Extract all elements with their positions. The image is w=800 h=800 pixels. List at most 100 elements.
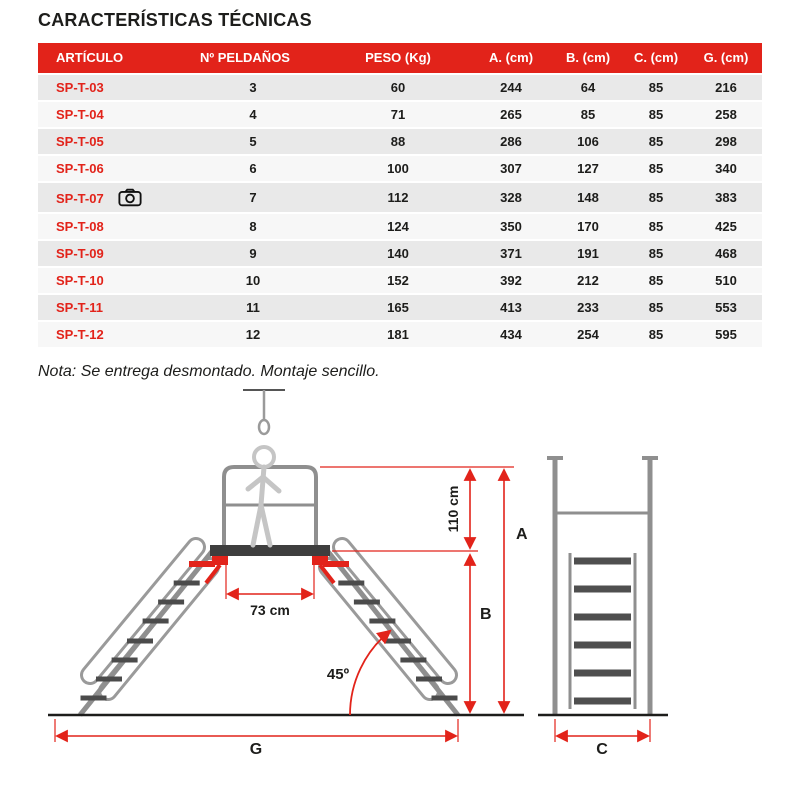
cell-a: 371 [468,241,554,267]
cell-peso: 124 [328,214,468,240]
cell-peso: 152 [328,268,468,294]
cell-a: 413 [468,295,554,321]
articulo-code: SP-T-05 [56,134,104,150]
cell-peldanos: 6 [178,156,328,182]
cell-a: 265 [468,102,554,128]
page-title: CARACTERÍSTICAS TÉCNICAS [38,10,312,30]
cell-peso: 100 [328,156,468,182]
articulo-code: SP-T-08 [56,219,104,235]
platform-support-left [212,556,228,566]
left-steps [80,561,215,701]
cell-b: 85 [554,102,622,128]
specs-table: ARTÍCULO Nº PELDAÑOS PESO (Kg) A. (cm) B… [38,41,762,349]
articulo-code: SP-T-12 [56,327,104,343]
cell-b: 127 [554,156,622,182]
articulo-code: SP-T-07 [56,191,104,207]
cell-a: 434 [468,322,554,348]
table-header: ARTÍCULO Nº PELDAÑOS PESO (Kg) A. (cm) B… [38,43,762,74]
cell-g: 595 [690,322,762,348]
articulo-code: SP-T-10 [56,273,104,289]
dim-label-110cm: 110 cm [445,486,461,533]
cell-peso: 88 [328,129,468,155]
cell-peso: 60 [328,75,468,101]
cell-g: 216 [690,75,762,101]
header-b: B. (cm) [554,43,622,74]
dim-label-b: B [480,606,492,623]
articulo-code: SP-T-06 [56,161,104,177]
cell-g: 258 [690,102,762,128]
cell-b: 148 [554,183,622,213]
cell-g: 553 [690,295,762,321]
ceiling-hook [243,389,285,436]
cell-peldanos: 11 [178,295,328,321]
cell-a: 307 [468,156,554,182]
side-rungs [574,557,631,705]
platform-deck [210,545,330,557]
cell-a: 392 [468,268,554,294]
front-view [48,389,524,717]
cell-g: 468 [690,241,762,267]
cell-g: 510 [690,268,762,294]
cell-peldanos: 9 [178,241,328,267]
header-g: G. (cm) [690,43,762,74]
cell-a: 350 [468,214,554,240]
cell-b: 106 [554,129,622,155]
header-a: A. (cm) [468,43,554,74]
dim-label-g: G [250,741,262,757]
cell-g: 298 [690,129,762,155]
cell-a: 328 [468,183,554,213]
cell-c: 85 [622,268,690,294]
cell-peso: 165 [328,295,468,321]
cell-c: 85 [622,295,690,321]
cell-c: 85 [622,214,690,240]
cell-c: 85 [622,156,690,182]
datasheet-page: CARACTERÍSTICAS TÉCNICAS ARTÍCULO Nº PEL… [38,10,762,762]
worker-figure [245,445,282,548]
cell-b: 64 [554,75,622,101]
cell-c: 85 [622,102,690,128]
cell-b: 254 [554,322,622,348]
cell-articulo: SP-T-06 [38,156,178,182]
platform-brace-left [204,564,222,585]
cell-articulo: SP-T-04 [38,102,178,128]
cell-peso: 181 [328,322,468,348]
cell-articulo: SP-T-09 [38,241,178,267]
cell-articulo: SP-T-07 [38,183,178,213]
cell-peldanos: 3 [178,75,328,101]
technical-diagram: 110 cm B A 73 cm 45º G [38,385,762,762]
front-dimensions: 110 cm B A 73 cm 45º G [54,466,528,758]
header-articulo: ARTÍCULO [38,43,178,74]
cell-articulo: SP-T-03 [38,75,178,101]
cell-articulo: SP-T-10 [38,268,178,294]
articulo-code: SP-T-09 [56,246,104,262]
cell-peso: 71 [328,102,468,128]
camera-icon[interactable] [118,188,142,207]
cell-c: 85 [622,183,690,213]
side-view: C [538,456,668,758]
left-stringer [78,547,216,717]
angle-label-45: 45º [327,666,350,683]
right-stringer [324,547,460,717]
cell-peldanos: 4 [178,102,328,128]
cell-g: 340 [690,156,762,182]
platform-brace-right [318,564,336,585]
cell-c: 85 [622,322,690,348]
cell-peldanos: 10 [178,268,328,294]
cell-b: 170 [554,214,622,240]
handrail-loops [80,537,458,702]
cell-peso: 140 [328,241,468,267]
angle-arc-45 [349,629,392,716]
cell-peldanos: 5 [178,129,328,155]
cell-articulo: SP-T-05 [38,129,178,155]
assembly-note: Nota: Se entrega desmontado. Montaje sen… [38,363,380,381]
articulo-code: SP-T-11 [56,300,103,316]
cell-g: 425 [690,214,762,240]
header-c: C. (cm) [622,43,690,74]
header-peldanos: Nº PELDAÑOS [178,43,328,74]
cell-b: 191 [554,241,622,267]
